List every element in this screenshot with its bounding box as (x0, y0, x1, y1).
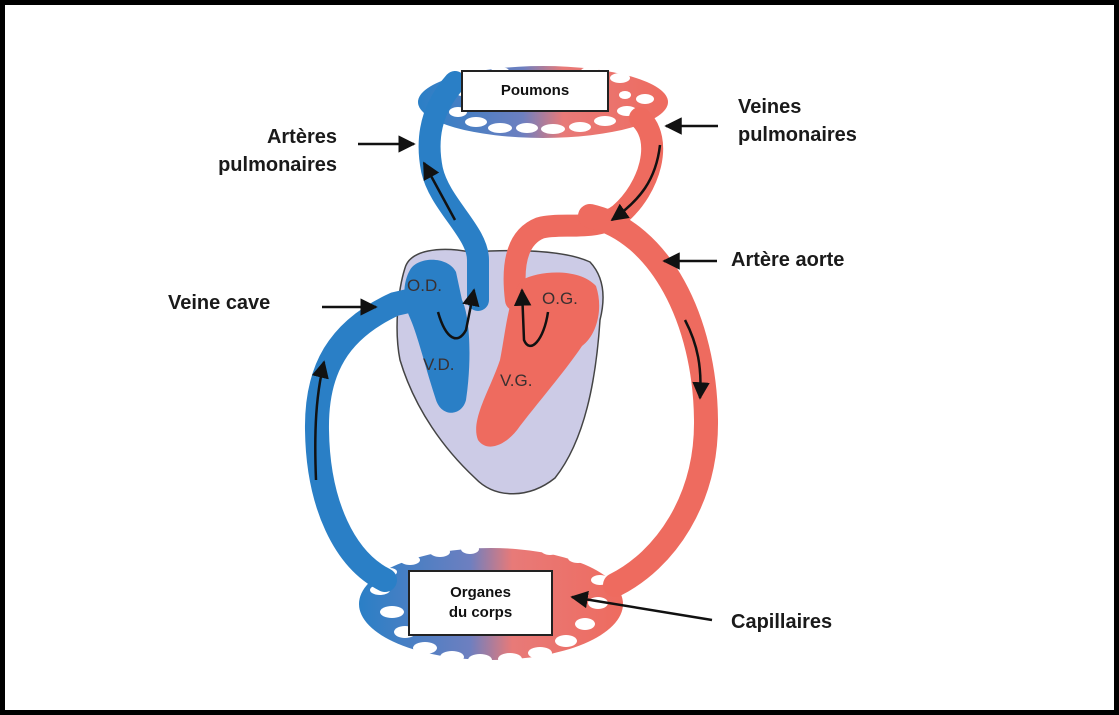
organs-label-line2: du corps (449, 603, 512, 623)
label-veines-line2: pulmonaires (738, 121, 857, 149)
chamber-label-od: O.D. (407, 276, 442, 295)
chamber-label-vg: V.G. (500, 371, 532, 390)
label-arteres-line2: pulmonaires (185, 151, 337, 179)
label-arteres-line1: Artères (185, 123, 337, 151)
lungs-label: Poumons (501, 81, 569, 101)
label-veine-cave: Veine cave (168, 289, 270, 317)
organs-box: Organes du corps (408, 570, 553, 636)
label-capillaires: Capillaires (731, 608, 832, 636)
label-arteres-pulmonaires: Artères pulmonaires (185, 123, 337, 179)
aorta (590, 216, 706, 585)
chamber-label-og: O.G. (542, 289, 578, 308)
lungs-box: Poumons (461, 70, 609, 112)
organs-label-line1: Organes (450, 583, 511, 603)
chamber-label-vd: V.D. (423, 355, 455, 374)
label-artere-aorte: Artère aorte (731, 246, 844, 274)
label-veines-line1: Veines (738, 93, 857, 121)
label-veines-pulmonaires: Veines pulmonaires (738, 93, 857, 149)
